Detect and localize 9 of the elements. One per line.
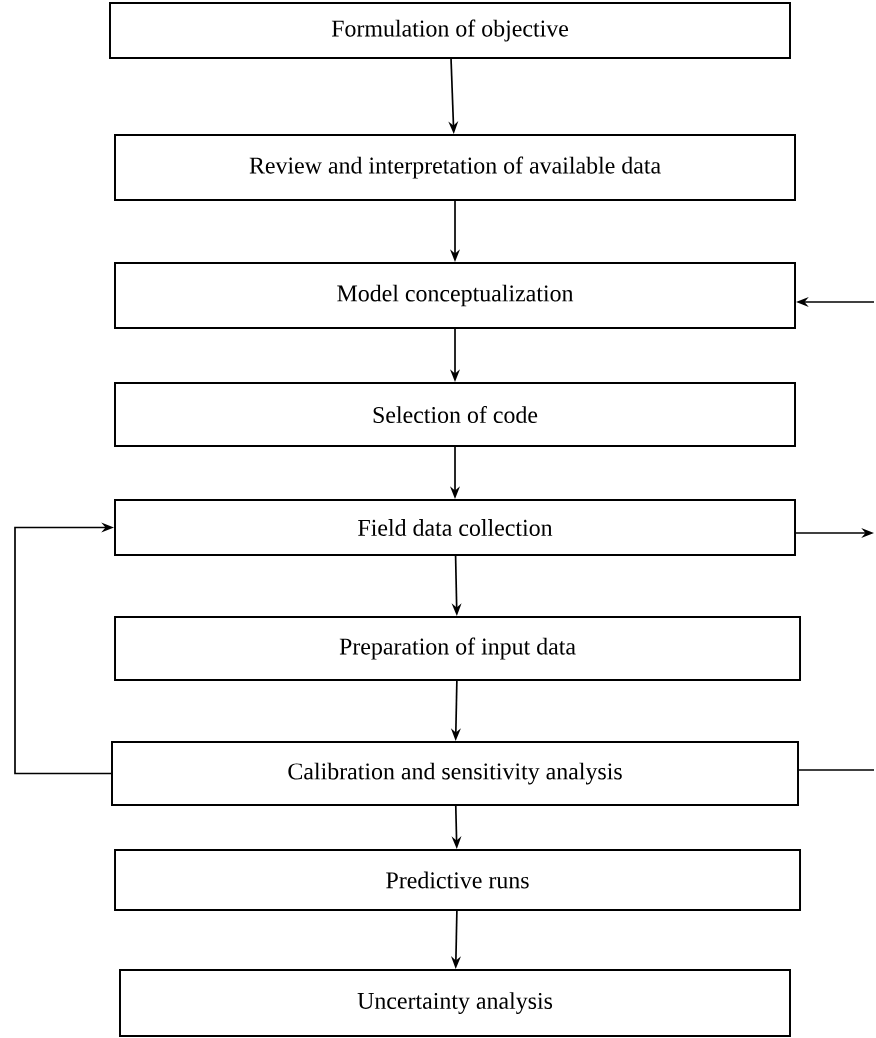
process-box: Predictive runs [114, 849, 801, 911]
process-box: Field data collection [114, 499, 796, 556]
process-box: Calibration and sensitivity analysis [111, 741, 799, 806]
process-box: Formulation of objective [109, 2, 791, 59]
process-box: Review and interpretation of available data [114, 134, 796, 201]
process-box: Uncertainty analysis [119, 969, 791, 1037]
process-box: Preparation of input data [114, 616, 801, 681]
process-box: Model conceptualization [114, 262, 796, 329]
process-box: Selection of code [114, 382, 796, 447]
